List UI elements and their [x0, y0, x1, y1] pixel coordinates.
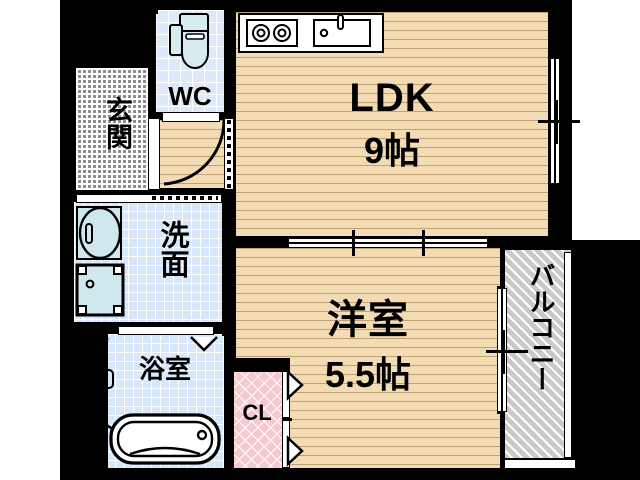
senmen-label-1: 洗 [156, 220, 188, 249]
ldk-window-openmark-v [556, 100, 558, 144]
balcony-door-openmark-v [503, 330, 505, 374]
balcony-door-openmark-h [486, 350, 528, 353]
corridor-floor [160, 120, 232, 188]
senmen-label: 洗面 [150, 220, 188, 278]
washitsu-name-label: 洋室 [327, 298, 409, 342]
washer-pan-icon [75, 263, 125, 317]
closet-door-handle [282, 418, 292, 421]
genkan-label-2: 関 [102, 123, 132, 150]
bath-folding-door[interactable] [190, 336, 218, 354]
wall-stub-closet-top [226, 358, 290, 372]
ldk-name-label: LDK [349, 76, 435, 120]
entrance-door-swing [160, 119, 232, 188]
bathtub-icon [109, 413, 221, 465]
room-washitsu-floor [236, 248, 500, 468]
senmen-sliding-door[interactable] [76, 194, 222, 203]
genkan-floor [76, 68, 148, 190]
ldk-window-openmark-h [538, 120, 580, 123]
washitsu-size-label: 5.5帖 [324, 354, 412, 395]
toilet-icon [166, 13, 216, 81]
ldk-size-label: 9帖 [363, 130, 421, 171]
closet-label: CL [242, 400, 272, 425]
room-ldk-floor [236, 12, 548, 236]
bath-door-threshold [118, 326, 214, 335]
entrance-door-panel[interactable] [148, 118, 160, 190]
closet-floor [234, 370, 282, 468]
wall-stub-wc-left [148, 0, 158, 14]
closet-door-swing-bottom [286, 435, 306, 467]
senmen-door-dots [152, 196, 218, 200]
gas-stove-icon [246, 19, 298, 47]
kitchen-sink-icon [313, 14, 371, 47]
ldk-room-door-tick-1 [352, 230, 355, 256]
balcony-bottom-edge [505, 458, 575, 468]
balcony-floor [505, 250, 575, 462]
wall-stub-bath-left [94, 322, 108, 468]
genkan-label: 玄関 [96, 96, 132, 150]
wc-door-threshold [162, 112, 220, 122]
hall-sliding-door-dots [227, 120, 231, 188]
balcony-railing-gap [564, 252, 572, 458]
ldk-room-door-rail [288, 242, 488, 244]
balcony-railing [571, 250, 575, 462]
wall-stub-senmen-right [222, 190, 236, 336]
balcony-label: バルコニー [526, 262, 556, 392]
wc-label: WC [168, 81, 212, 111]
ldk-room-door-tick-2 [422, 230, 425, 256]
washbasin-icon [76, 206, 124, 262]
senmen-label-2: 面 [156, 249, 188, 278]
yokushitsu-label: 浴室 [138, 354, 191, 384]
genkan-label-1: 玄 [102, 96, 132, 123]
closet-door-swing-top [286, 369, 306, 401]
